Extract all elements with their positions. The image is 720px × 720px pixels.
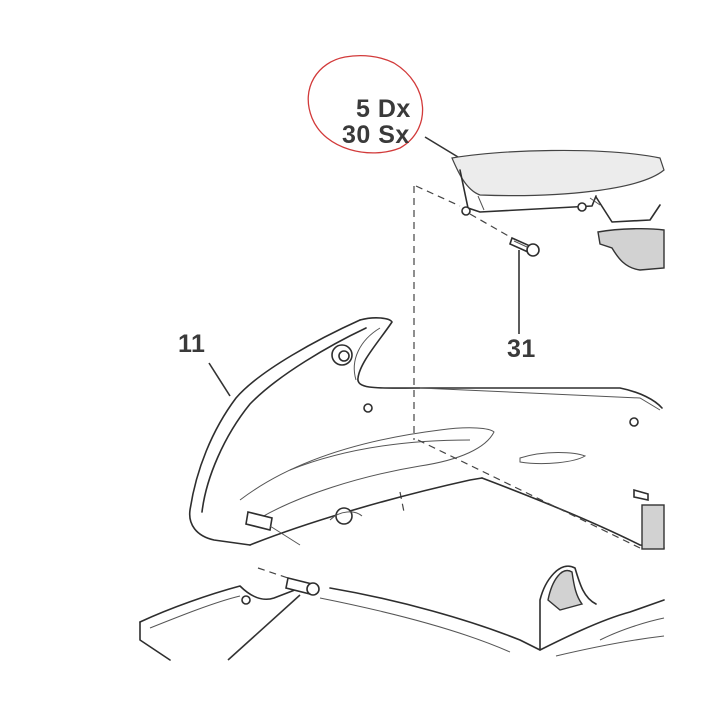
assembly-line-top <box>415 185 461 207</box>
screw-31 <box>509 236 540 257</box>
upper-fairing-part-11 <box>188 317 665 550</box>
mirror-cover-part <box>451 149 665 271</box>
callout-11: 11 <box>178 330 205 358</box>
callout-30-sx: 30 Sx <box>342 121 410 149</box>
callout-31: 31 <box>507 335 536 363</box>
leader-fairing-lower <box>269 525 301 546</box>
callout-5-dx: 5 Dx <box>356 95 411 123</box>
highlight-circle <box>307 55 424 154</box>
lower-belly-pan <box>139 565 665 661</box>
assembly-line-side <box>399 491 405 513</box>
leader-5-30 <box>424 136 459 158</box>
assembly-line-diagonal <box>417 439 641 549</box>
lower-fastener <box>227 577 320 661</box>
assembly-line-screw <box>469 213 513 239</box>
leader-11 <box>208 362 231 397</box>
